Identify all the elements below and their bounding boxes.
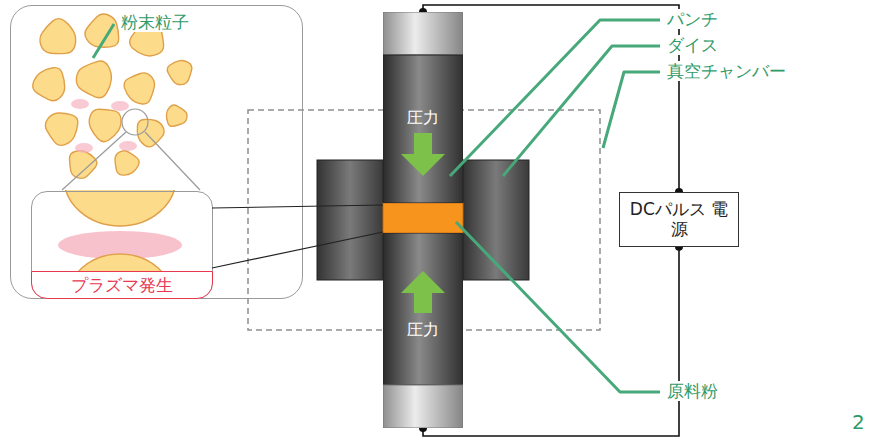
zoom-circle xyxy=(122,109,148,135)
leader-line xyxy=(456,222,660,392)
vacuum-chamber xyxy=(248,110,600,330)
die-right xyxy=(463,160,529,280)
part-label: 真空チャンバー xyxy=(665,61,788,81)
plasma-glow xyxy=(119,141,137,151)
pressure-arrow xyxy=(401,154,445,176)
node-text: 圧力 xyxy=(383,108,463,127)
powder-particle xyxy=(69,151,96,179)
pressure-arrow xyxy=(414,293,432,313)
powder-particle xyxy=(124,73,155,104)
leader-line xyxy=(503,46,660,176)
part-label: 原料粉 xyxy=(665,381,720,401)
magnified-callout: 粉末粒子プラズマ発生 xyxy=(10,5,303,299)
part-label: ダイス xyxy=(665,35,720,55)
leader-line xyxy=(603,72,660,148)
contact-closeup: プラズマ発生 xyxy=(31,191,213,299)
dc-pulse-power-supply: DCパルス 電源 xyxy=(619,192,739,247)
node-text: 粉末粒子 xyxy=(119,12,191,32)
plasma-glow xyxy=(75,143,93,153)
node-text: プラズマ発生 xyxy=(31,271,213,299)
zoom-line xyxy=(145,132,200,190)
page-number: 2 xyxy=(850,410,867,434)
powder-particle xyxy=(166,105,187,126)
lower-punch: 圧力 xyxy=(383,233,463,428)
powder-particle xyxy=(45,113,77,145)
punch-body xyxy=(383,55,463,203)
plasma-glow xyxy=(111,101,129,111)
powder-particle xyxy=(33,68,65,101)
callout-leader xyxy=(212,205,383,208)
punch-body xyxy=(383,233,463,385)
powder-particle xyxy=(89,109,121,141)
powder-particle xyxy=(85,14,119,47)
upper-punch: 圧力 xyxy=(383,12,463,203)
punch-electrode xyxy=(383,12,463,203)
node-text: DCパルス 電源 xyxy=(628,199,730,240)
powder-particle xyxy=(167,61,192,85)
plasma-glow xyxy=(71,99,89,109)
node-text: 圧力 xyxy=(383,320,463,339)
powder-particle xyxy=(76,61,111,98)
powder-particle xyxy=(40,19,76,54)
leader-line xyxy=(450,20,660,176)
powder-particles xyxy=(33,14,192,178)
callout-leader xyxy=(212,232,383,268)
electrode-cap xyxy=(383,385,463,428)
powder-particle xyxy=(115,151,139,175)
die-left xyxy=(317,160,383,280)
pressure-arrow xyxy=(414,133,432,154)
electrode-cap xyxy=(383,12,463,55)
part-label: パンチ xyxy=(665,9,720,29)
pressure-arrow xyxy=(401,271,445,293)
raw-powder xyxy=(383,203,463,233)
leader-line xyxy=(93,24,114,58)
zoom-line xyxy=(62,132,126,190)
